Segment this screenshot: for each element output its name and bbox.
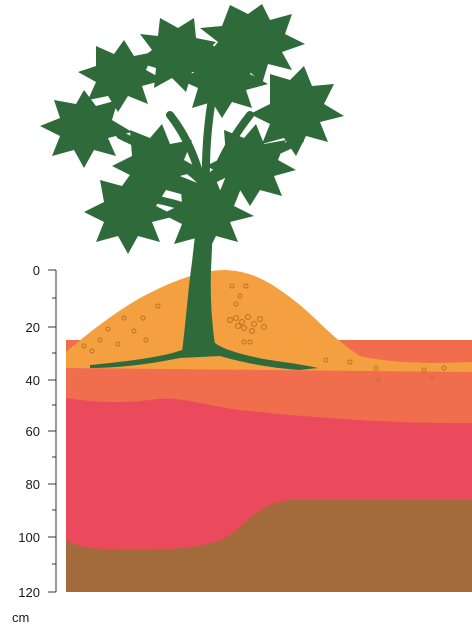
tick-label-120: 120 bbox=[18, 585, 40, 600]
tick-label-40: 40 bbox=[26, 373, 40, 388]
tick-label-80: 80 bbox=[26, 477, 40, 492]
tick-label-0: 0 bbox=[33, 263, 40, 278]
tick-label-100: 100 bbox=[18, 530, 40, 545]
tick-label-60: 60 bbox=[26, 424, 40, 439]
depth-unit-label: cm bbox=[12, 610, 29, 625]
leaf-cluster bbox=[250, 66, 344, 156]
tick-label-20: 20 bbox=[26, 320, 40, 335]
depth-axis: 0 20 40 60 80 100 120 cm bbox=[12, 263, 56, 625]
soil-layers bbox=[66, 270, 472, 592]
